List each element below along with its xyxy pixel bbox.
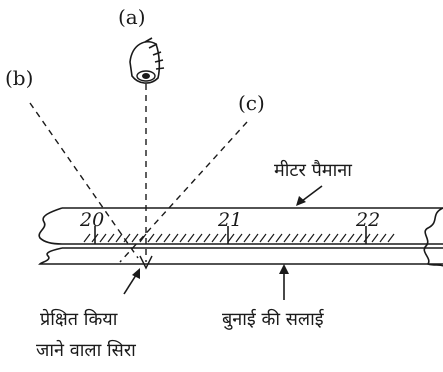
observed-end-pointer-arrowhead	[132, 268, 140, 279]
knitting-needle	[38, 247, 443, 265]
sight-arrowhead	[139, 255, 153, 270]
scale-name-label: मीटर पैमाना	[274, 159, 352, 181]
meter-scale	[38, 207, 443, 245]
torn-edge-right	[423, 207, 443, 267]
observed-end-label-line1: प्रेक्षित किया	[40, 308, 118, 330]
scale-mark-22: 22	[355, 209, 380, 231]
eye-icon	[129, 37, 165, 84]
needle-name-label: बुनाई की सलाई	[222, 308, 325, 330]
label-a: (a)	[118, 5, 146, 29]
observed-end-label-line2: जाने वाला सिरा	[36, 339, 136, 361]
label-c: (c)	[238, 91, 265, 115]
scale-pointer-arrowhead	[296, 196, 306, 206]
scale-mark-21: 21	[217, 209, 242, 231]
sight-line-c	[119, 121, 248, 263]
needle-pointer-arrowhead	[279, 264, 289, 274]
scale-mark-20: 20	[79, 209, 104, 231]
sight-line-b	[29, 102, 139, 259]
label-b: (b)	[5, 66, 33, 90]
